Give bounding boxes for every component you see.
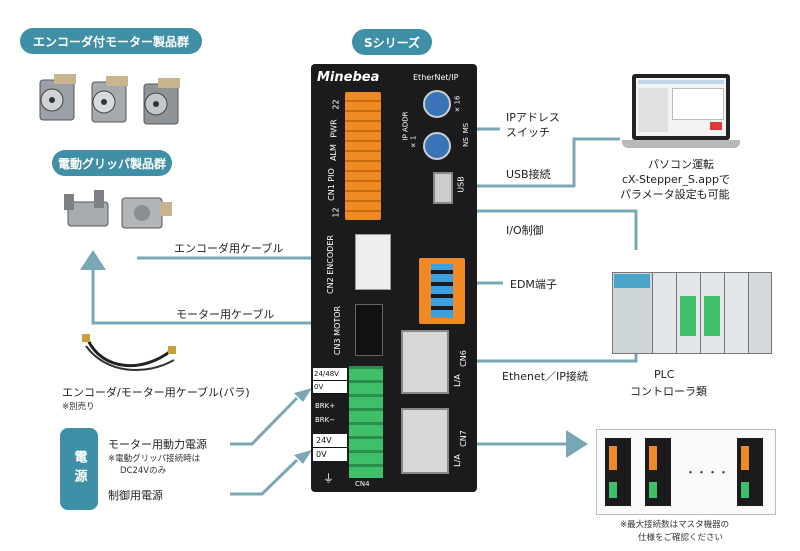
badge-series: Sシリーズ: [352, 29, 432, 55]
cn1-pio-terminal[interactable]: [345, 92, 381, 220]
cn3-motor-connector[interactable]: [355, 304, 383, 356]
label-cn2: CN2 ENCODER: [325, 235, 335, 294]
motor-cable-line: [91, 268, 354, 325]
arrow-chain: [566, 430, 588, 458]
gripper-images: [64, 188, 176, 240]
laptop-base: [622, 140, 740, 148]
label-cn3: CN3 MOTOR: [333, 305, 343, 356]
cable-image: [82, 330, 178, 376]
label-cn7: CN7: [458, 430, 468, 447]
ground-symbol: ⏚: [323, 472, 334, 485]
cn4-power-terminal[interactable]: [349, 366, 383, 478]
label-pc-3: パラメータ設定も可能: [620, 188, 730, 201]
label-pc-1: パソコン運転: [648, 158, 714, 171]
label-plc-1: PLC: [654, 368, 675, 381]
dots: ・・・・: [685, 466, 729, 479]
badge-grippers: 電動グリッパ製品群: [52, 150, 172, 176]
label-cn1: CN1 PIO: [326, 168, 336, 201]
term-0v: 0V: [313, 381, 347, 394]
label-12: 12: [331, 207, 341, 218]
encoder-motor-images: [34, 66, 194, 128]
ip-address-switch-x16[interactable]: [423, 90, 451, 118]
ip-address-switch-x1[interactable]: [423, 132, 451, 160]
label-ip-switch-1: IPアドレス: [506, 111, 560, 124]
label-pwr: PWR: [329, 119, 339, 138]
edm-terminal-blue: [431, 264, 453, 318]
badge-encoder-motors: エンコーダ付モーター製品群: [20, 28, 202, 54]
ethernet-line: [462, 342, 638, 363]
power-badge: 電源: [60, 428, 98, 510]
io-line: [412, 209, 638, 250]
usb-line: [470, 137, 620, 188]
laptop-screen: [632, 74, 730, 140]
term-24v: 24V: [313, 434, 347, 448]
brand-logo: Minebea: [317, 70, 380, 85]
label-motor-power: モーター用動力電源: [108, 438, 207, 451]
term-brk-plus: BRK+: [315, 402, 336, 410]
ethernet-ip-logo: EtherNet/IP: [413, 73, 459, 82]
label-ms: MS: [462, 122, 471, 134]
label-max-note-2: 仕様をご確認ください: [638, 533, 724, 543]
label-usb-connection: USB接続: [506, 168, 551, 181]
driver-unit: Minebea EtherNet/IP 22 PWR ALM CN1 PIO 1…: [311, 64, 477, 492]
gripper-icon: [64, 190, 109, 227]
slave-unit: [645, 438, 671, 506]
slave-unit: [737, 438, 763, 506]
chained-devices-box: ・・・・: [596, 429, 776, 515]
label-ip-switch-2: スイッチ: [506, 126, 550, 139]
laptop: [622, 74, 742, 158]
arrow-motor-power: [294, 388, 312, 402]
label-control-power: 制御用電源: [108, 489, 163, 502]
cn7-ethernet-port[interactable]: [401, 408, 449, 474]
arrow-up-grippers: [80, 250, 106, 270]
label-gripper-note-1: ※電動グリッパ接続時は: [108, 454, 201, 464]
label-alm: ALM: [328, 144, 338, 161]
motor-power-line: [230, 396, 299, 446]
label-usb: USB: [456, 176, 466, 193]
label-gripper-note-2: DC24Vのみ: [120, 466, 167, 476]
label-sold-separately: ※別売り: [62, 402, 95, 412]
label-encoder-cable: エンコーダ用ケーブル: [174, 242, 284, 255]
arrow-control-power: [294, 450, 312, 464]
control-power-line: [230, 458, 299, 496]
label-cn6: CN6: [458, 350, 468, 367]
power-badge-text: 電源: [71, 450, 87, 488]
label-cn4: CN4: [355, 480, 370, 488]
label-motor-cable: モーター用ケーブル: [176, 308, 275, 321]
cn6-ethernet-port[interactable]: [401, 330, 449, 394]
motor-icon: [143, 78, 180, 125]
power-terminal-labels: 24/48V 0V: [313, 368, 347, 394]
gripper-icon: [121, 197, 172, 229]
label-x1: × 1: [409, 135, 418, 149]
motor-icon: [91, 76, 128, 123]
power-terminal-labels-2: 24V 0V: [313, 434, 347, 461]
laptop-app-window: [636, 78, 726, 136]
label-22: 22: [331, 99, 341, 110]
label-la-2: L/A: [452, 454, 462, 467]
label-plc-2: コントローラ類: [630, 385, 707, 398]
label-max-note-1: ※最大接続数はマスタ機器の: [620, 520, 730, 530]
label-edm: EDM端子: [510, 278, 557, 291]
cn2-encoder-connector[interactable]: [355, 234, 391, 290]
label-io-control: I/O制御: [506, 224, 544, 237]
motor-icon: [39, 74, 76, 121]
label-ns: NS: [461, 137, 470, 147]
label-ip-addr: IP ADDR: [401, 111, 410, 141]
term-24-48v: 24/48V: [313, 368, 347, 381]
label-ethernet-ip: Ethenet／IP接続: [502, 370, 588, 383]
label-cable-bundle: エンコーダ/モーター用ケーブル(バラ): [62, 386, 250, 399]
usb-port[interactable]: [433, 172, 453, 204]
slave-unit: [605, 438, 631, 506]
label-pc-2: cX-Stepper_S.appで: [622, 173, 731, 186]
label-la-1: L/A: [452, 374, 462, 387]
term-brk-minus: BRK−: [315, 416, 336, 424]
term-0v-2: 0V: [316, 450, 327, 459]
label-x16: × 16: [453, 95, 462, 113]
plc-rack: [612, 258, 772, 360]
